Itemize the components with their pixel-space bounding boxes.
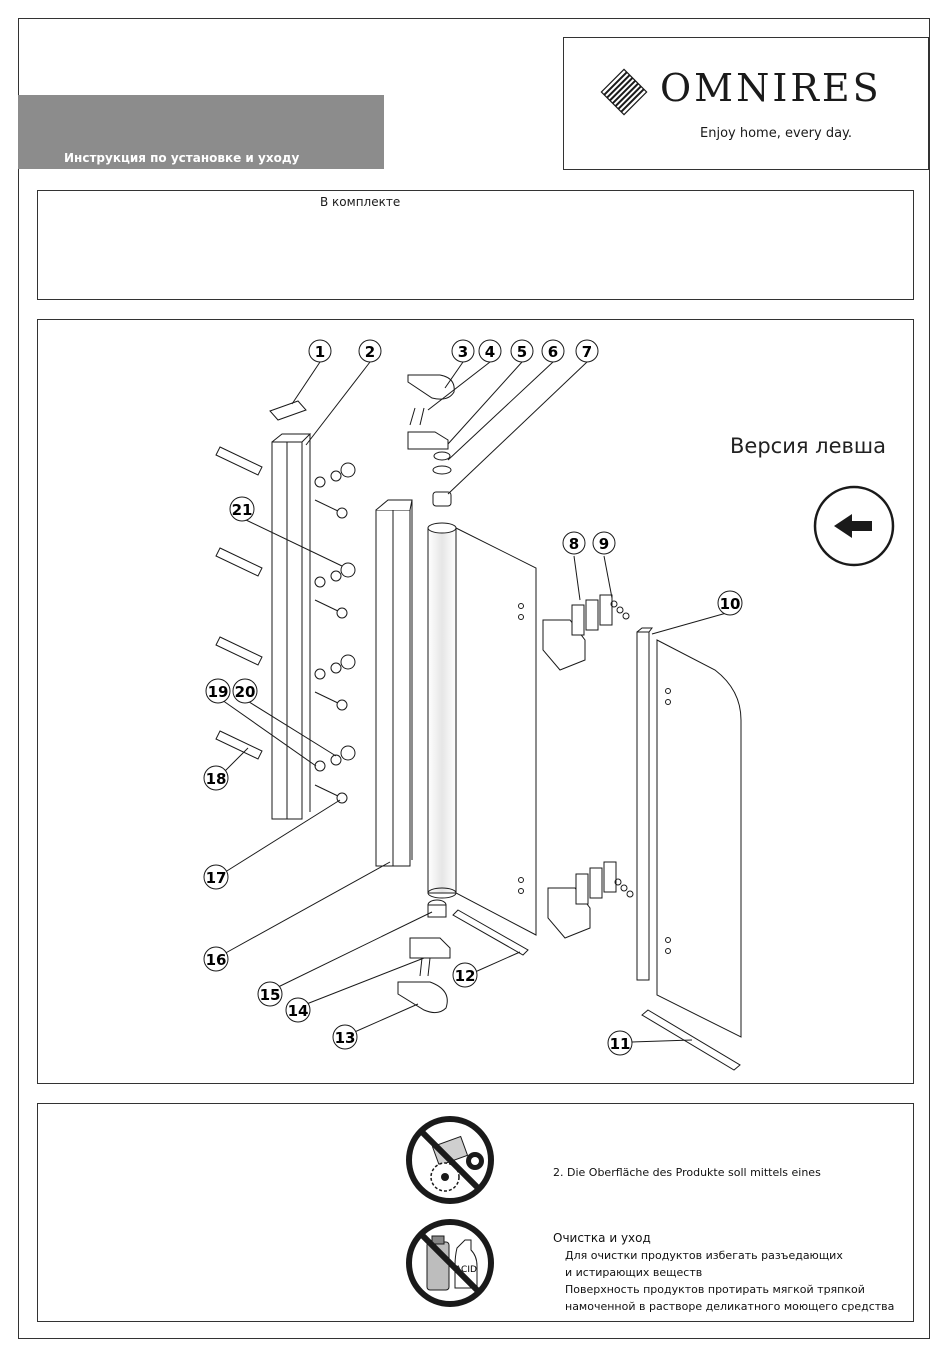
page-frame xyxy=(18,18,930,1339)
svg-text:2: 2 xyxy=(365,343,375,361)
callout-9: 9 xyxy=(592,531,616,555)
svg-text:14: 14 xyxy=(288,1002,309,1020)
callout-14: 14 xyxy=(285,997,311,1023)
care-line-1: Для очистки продуктов избегать разъедающ… xyxy=(565,1249,843,1262)
callout-10: 10 xyxy=(717,590,743,616)
callout-21: 21 xyxy=(229,496,255,522)
svg-text:7: 7 xyxy=(582,343,592,361)
svg-text:15: 15 xyxy=(260,986,281,1004)
callout-17: 17 xyxy=(203,864,229,890)
callout-20: 20 xyxy=(232,678,258,704)
callout-19: 19 xyxy=(205,678,231,704)
care-line-4: намоченной в растворе деликатного моющег… xyxy=(565,1300,895,1313)
svg-text:21: 21 xyxy=(232,501,253,519)
callout-5: 5 xyxy=(510,339,534,363)
svg-text:5: 5 xyxy=(517,343,527,361)
svg-text:16: 16 xyxy=(206,951,227,969)
callout-1: 1 xyxy=(308,339,332,363)
callout-12: 12 xyxy=(452,962,478,988)
brand-name: OMNIRES xyxy=(660,66,882,110)
svg-text:19: 19 xyxy=(208,683,229,701)
callout-11: 11 xyxy=(607,1030,633,1056)
callout-2: 2 xyxy=(358,339,382,363)
svg-text:1: 1 xyxy=(315,343,325,361)
kit-box xyxy=(37,190,914,300)
svg-text:17: 17 xyxy=(206,869,227,887)
svg-text:12: 12 xyxy=(455,967,476,985)
callout-6: 6 xyxy=(541,339,565,363)
callout-18: 18 xyxy=(203,765,229,791)
svg-text:11: 11 xyxy=(610,1035,631,1053)
callout-7: 7 xyxy=(575,339,599,363)
svg-text:8: 8 xyxy=(569,535,579,553)
care-line-2: и истирающих веществ xyxy=(565,1266,703,1279)
left-arrow-icon xyxy=(813,485,895,567)
no-cutting-icon xyxy=(406,1116,494,1204)
callout-8: 8 xyxy=(562,531,586,555)
svg-text:18: 18 xyxy=(206,770,227,788)
diagram-box xyxy=(37,319,914,1084)
callout-15: 15 xyxy=(257,981,283,1007)
care-line-3: Поверхность продуктов протирать мягкой т… xyxy=(565,1283,865,1296)
title-bar xyxy=(18,95,384,169)
svg-text:20: 20 xyxy=(235,683,256,701)
callout-4: 4 xyxy=(478,339,502,363)
acid-label: ACID xyxy=(455,1265,477,1275)
omnires-logo-icon xyxy=(600,68,648,116)
care-heading: Очистка и уход xyxy=(553,1231,651,1245)
brand-tagline: Enjoy home, every day. xyxy=(700,126,853,141)
page-title: Инструкция по установке и уходу xyxy=(64,151,300,165)
callout-13: 13 xyxy=(332,1024,358,1050)
svg-text:4: 4 xyxy=(485,343,495,361)
logo-box xyxy=(563,37,929,170)
svg-text:9: 9 xyxy=(599,535,609,553)
callout-16: 16 xyxy=(203,946,229,972)
svg-text:6: 6 xyxy=(548,343,558,361)
svg-text:13: 13 xyxy=(335,1029,356,1047)
callout-3: 3 xyxy=(451,339,475,363)
care-box xyxy=(37,1103,914,1322)
kit-label: В комплекте xyxy=(320,195,401,209)
no-acid-icon: ACID xyxy=(406,1219,494,1307)
svg-text:10: 10 xyxy=(720,595,741,613)
german-care-note: 2. Die Oberfläche des Produkte soll mitt… xyxy=(553,1166,821,1179)
version-label: Версия левша xyxy=(730,434,886,458)
svg-text:3: 3 xyxy=(458,343,468,361)
